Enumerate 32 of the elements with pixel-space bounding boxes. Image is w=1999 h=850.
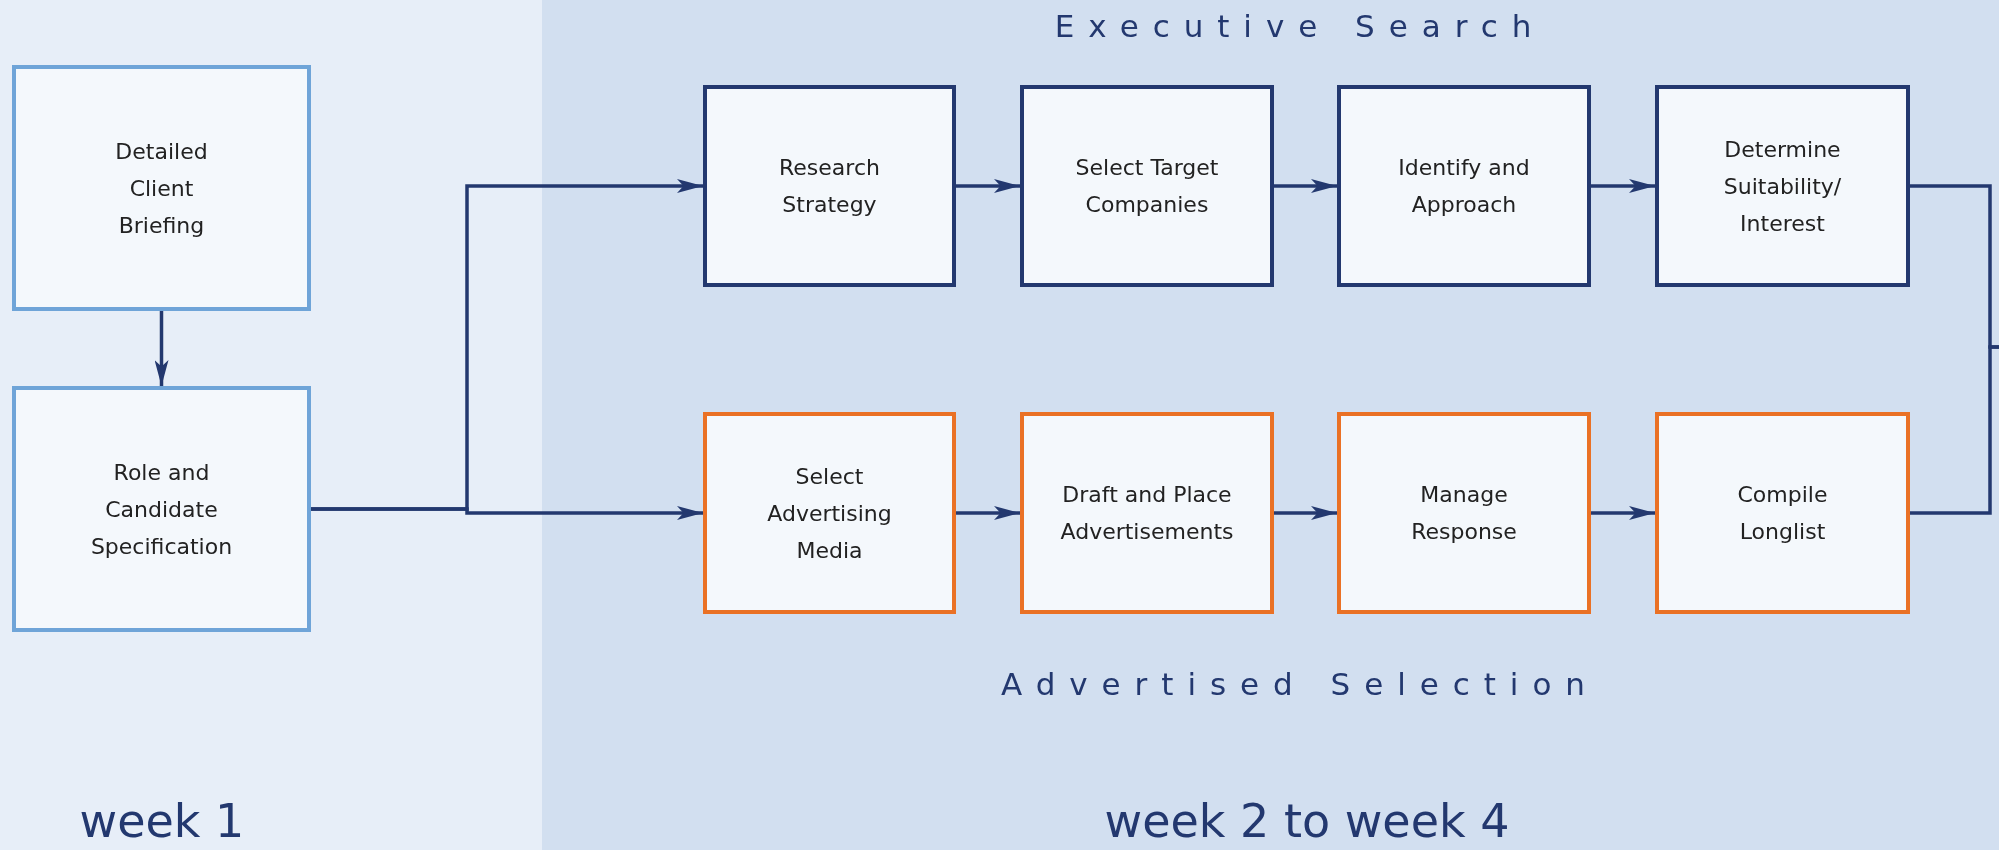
- process-box: [703, 85, 956, 287]
- box-label: Select Advertising Media: [766, 462, 893, 565]
- section-title: Advertised Selection: [1001, 666, 1599, 702]
- arrow: [1591, 506, 1655, 520]
- arrow: [956, 506, 1020, 520]
- process-box: [1020, 412, 1274, 614]
- box-label: Manage Response: [1410, 481, 1518, 546]
- arrow: [956, 179, 1020, 193]
- arrow: [311, 506, 703, 520]
- arrow: [1274, 179, 1337, 193]
- process-box: [1020, 85, 1274, 287]
- box-label: Detailed Client Briefing: [114, 137, 209, 240]
- box-label: Select Target Companies: [1074, 154, 1220, 219]
- period-label: week 2 to week 4: [1104, 794, 1510, 848]
- process-box: [1655, 85, 1910, 287]
- box-label: Role and Candidate Specification: [89, 458, 234, 561]
- arrow: [1274, 506, 1337, 520]
- box-label: Research Strategy: [778, 154, 881, 219]
- process-box: [1655, 412, 1910, 614]
- period-label: week 1: [79, 794, 245, 848]
- section-title: Executive Search: [1054, 8, 1546, 44]
- box-label: Determine Suitability/ Interest: [1722, 135, 1843, 238]
- process-box: [703, 412, 956, 614]
- process-box: [1337, 412, 1591, 614]
- process-box: [12, 65, 311, 311]
- box-label: Compile Longlist: [1736, 481, 1829, 546]
- process-box: [12, 386, 311, 632]
- process-box: [1337, 85, 1591, 287]
- arrow: [1591, 179, 1655, 193]
- box-label: Draft and Place Advertisements: [1059, 481, 1235, 546]
- arrow: [154, 311, 169, 386]
- box-label: Identify and Approach: [1397, 154, 1531, 219]
